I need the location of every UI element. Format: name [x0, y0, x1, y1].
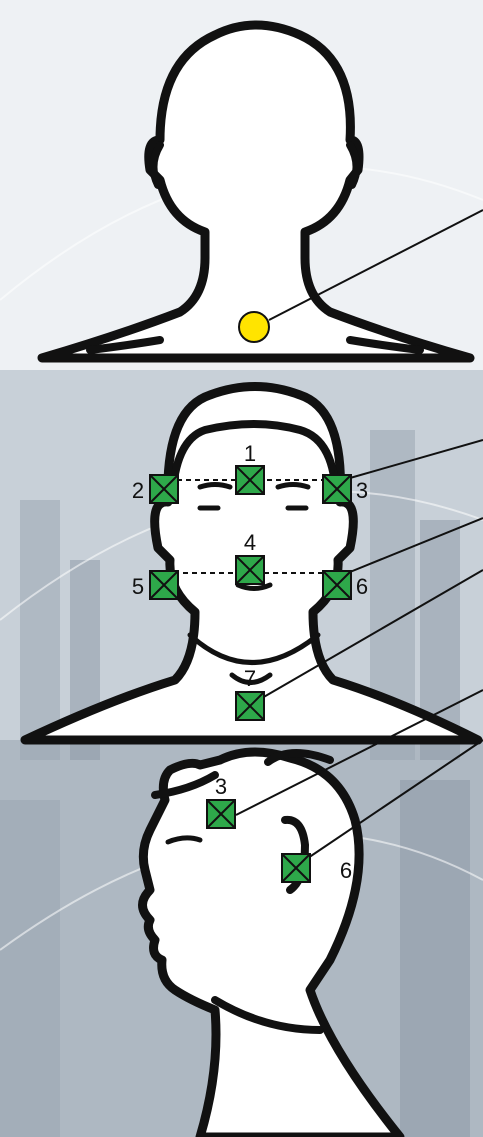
electrode-5: 5 — [132, 571, 178, 599]
electrode-6-label: 6 — [356, 574, 368, 599]
electrode-6: 6 — [323, 571, 368, 599]
neck-marker — [239, 312, 269, 342]
electrode-7-label: 7 — [244, 666, 256, 691]
electrode-2-label: 2 — [132, 478, 144, 503]
electrode-3: 3 — [323, 475, 368, 503]
electrode-4-label: 4 — [244, 530, 256, 555]
side-electrode-3-label: 3 — [215, 774, 227, 799]
side-electrode-6-label: 6 — [340, 858, 352, 883]
electrode-3-label: 3 — [356, 478, 368, 503]
electrode-5-label: 5 — [132, 574, 144, 599]
electrode-1-label: 1 — [244, 441, 256, 466]
electrode-2: 2 — [132, 475, 178, 503]
